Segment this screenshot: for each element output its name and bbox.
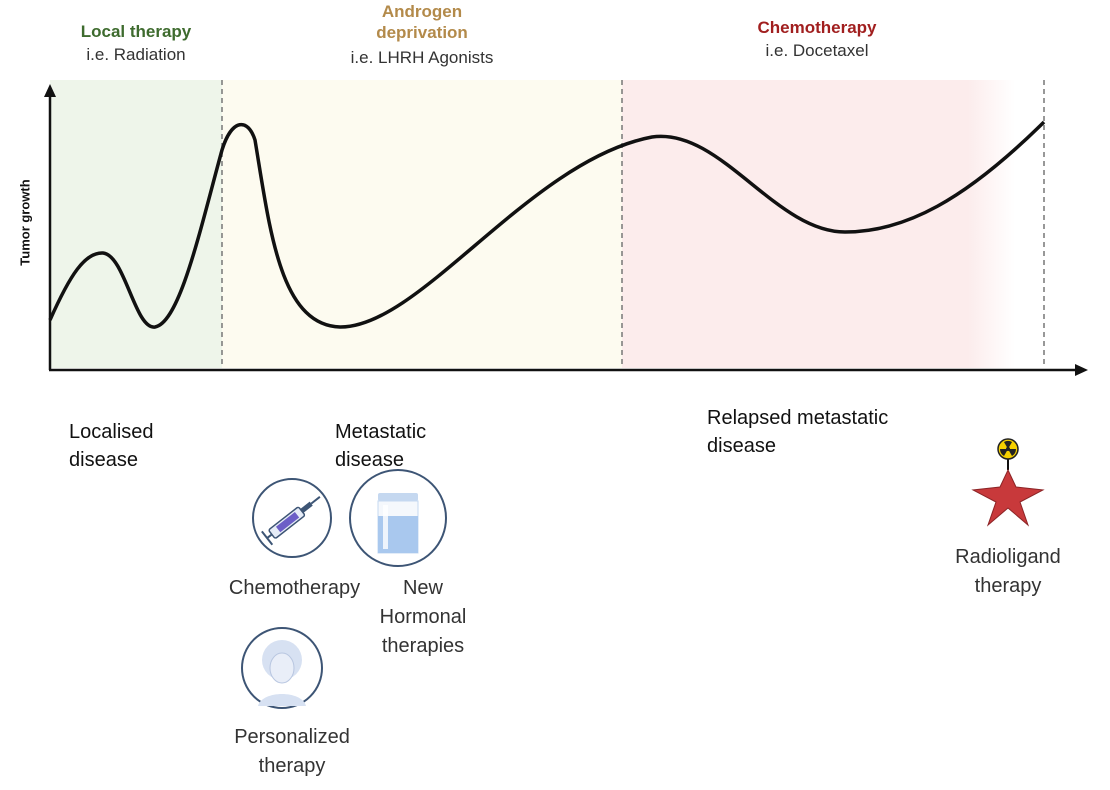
treatment-label-chemotherapy: Chemotherapy	[228, 577, 361, 599]
treatment-label-line: Radioligand	[955, 546, 1061, 568]
treatment-label-personalized: Personalized therapy	[212, 723, 372, 781]
treatment-label-line: Personalized	[234, 726, 350, 748]
phase-title-local: Local therapy	[80, 22, 192, 41]
phase-title-androgen-1: Androgen	[381, 2, 463, 21]
stage-label-metastatic: Metastatic disease	[335, 418, 426, 474]
treatment-label-radioligand: Radioligand therapy	[933, 543, 1083, 601]
y-axis-arrow	[44, 84, 56, 97]
stage-label-line: Relapsed metastatic	[707, 407, 889, 429]
phase-title-chemotherapy: Chemotherapy	[757, 18, 877, 37]
y-axis-label: Tumor growth	[17, 179, 33, 266]
treatment-label-line: New	[402, 577, 443, 599]
stage-label-relapsed: Relapsed metastatic disease	[707, 404, 888, 460]
tumor-growth-curve	[48, 120, 1046, 329]
vial-icon	[349, 469, 447, 567]
treatment-label-line: therapies	[381, 635, 465, 657]
person-icon	[241, 627, 323, 709]
phase-subtitle-local: i.e. Radiation	[86, 45, 186, 64]
x-axis-arrow	[1075, 364, 1088, 376]
phase-subtitle-androgen: i.e. LHRH Agonists	[350, 48, 494, 67]
star-icon	[971, 468, 1045, 527]
phase-bg-chemotherapy	[622, 80, 1015, 368]
phase-bg-androgen	[222, 80, 622, 368]
phase-bg-local	[50, 80, 222, 368]
radioligand-icon	[971, 438, 1045, 527]
treatment-label-line: therapy	[974, 575, 1042, 597]
treatment-label-line: Hormonal	[379, 606, 467, 628]
phase-subtitle-chemotherapy: i.e. Docetaxel	[765, 41, 869, 60]
stage-label-line: disease	[69, 449, 138, 471]
phase-title-androgen-2: deprivation	[376, 23, 468, 42]
stage-label-line: disease	[707, 435, 776, 457]
treatment-label-hormonal: New Hormonal therapies	[348, 574, 498, 661]
stage-label-line: Metastatic	[335, 421, 427, 443]
syringe-icon	[252, 478, 332, 558]
treatment-label-line: therapy	[258, 755, 326, 777]
stage-label-line: disease	[335, 449, 404, 471]
stage-label-localised: Localised disease	[69, 418, 154, 474]
stage-label-line: Localised	[69, 421, 154, 443]
